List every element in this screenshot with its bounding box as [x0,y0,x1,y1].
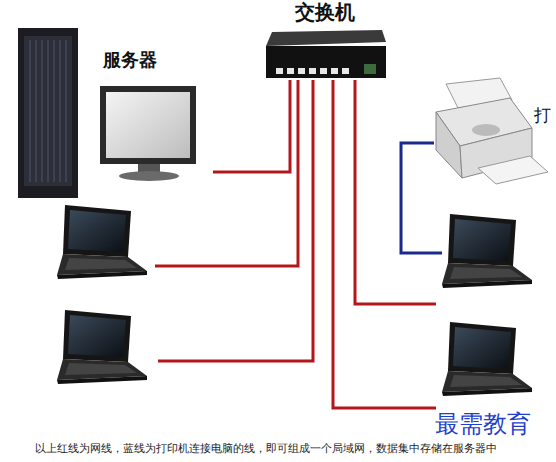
node-label: 服务器 [103,50,157,71]
switch-node: 交换机 [262,0,388,80]
printer-cable [401,143,442,253]
node-label: 交换机 [295,1,355,24]
watermark: 最需教育 [432,410,534,439]
laptop [57,310,147,384]
network-cable [155,80,436,408]
printer-node: 打 [428,78,552,184]
laptop [442,322,532,396]
server-node: 服务器 [95,48,213,176]
switch-device [266,30,386,78]
server-tower [18,28,78,198]
server-monitor [100,86,196,181]
laptop [442,214,532,288]
network-cable [213,80,290,172]
caption: 以上红线为网线，蓝线为打印机连接电脑的线，即可组成一个局域网，数据集中存储在服务… [35,442,497,455]
node-label: 打 [534,106,551,126]
laptop [57,205,147,279]
printer [436,78,548,184]
